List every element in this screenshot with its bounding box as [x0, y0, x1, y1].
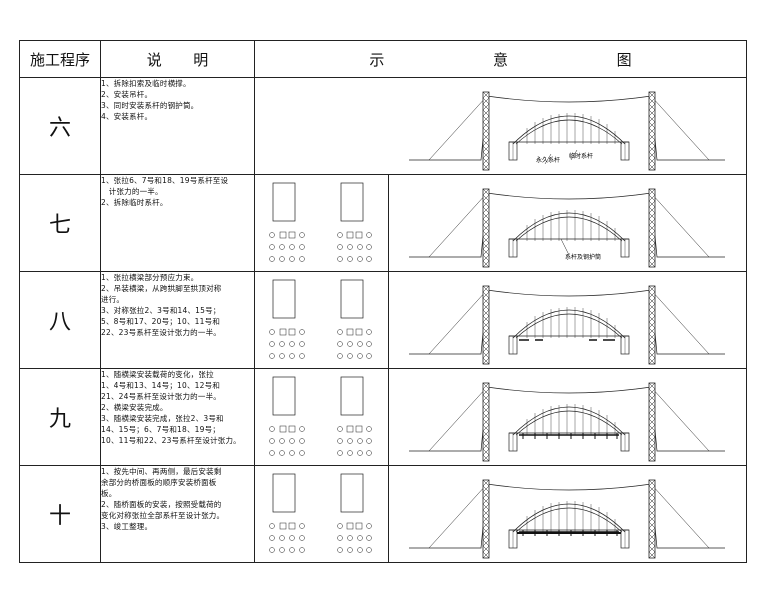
stage-row-10: 十 1、按先中间、再两侧，最后安装剩余部分的桥面板的顺序安装桥面板板。2、随桥面…	[19, 465, 748, 563]
bridge-diagram	[389, 272, 746, 368]
stage-description: 1、按先中间、再两侧，最后安装剩余部分的桥面板的顺序安装桥面板板。2、随桥面板的…	[100, 465, 255, 563]
stage-row-6: 六 1、拆除扣索及临时横撑。2、安装吊杆。3、同时安装系杆的钢护筒。4、安装系杆…	[19, 77, 748, 175]
section-diagram-cell	[254, 465, 389, 563]
bridge-diagram: 永久系杆 临时系杆	[255, 78, 746, 174]
header-diagram: 示意图	[253, 40, 748, 78]
label-temp-tie: 临时系杆	[569, 152, 593, 160]
bridge-diagram	[389, 369, 746, 465]
section-diagram	[269, 279, 372, 359]
section-diagram-cell	[254, 368, 389, 466]
stage-number: 九	[19, 368, 101, 466]
bridge-diagram-cell	[387, 271, 748, 369]
stage-number: 七	[19, 174, 101, 272]
bridge-diagram-cell: 永久系杆 临时系杆	[253, 77, 748, 175]
bridge-diagram-cell: 系杆及钢护筒	[387, 174, 748, 272]
section-diagram-cell	[254, 174, 389, 272]
stage-row-7: 七 1、张拉6、7号和18、19号系杆至设 计张力的一半。2、拆除临时系杆。 系…	[19, 174, 748, 272]
bridge-diagram-cell	[387, 465, 748, 563]
bridge-diagram: 系杆及钢护筒	[389, 175, 746, 271]
section-diagram	[269, 473, 372, 553]
stage-number: 十	[19, 465, 101, 563]
stage-number: 八	[19, 271, 101, 369]
section-diagram-cell	[254, 271, 389, 369]
header-stage: 施工程序	[19, 40, 101, 78]
header-row: 施工程序 说明 示意图	[19, 40, 748, 78]
section-diagram	[269, 376, 372, 456]
bridge-diagram-cell	[387, 368, 748, 466]
section-diagram	[269, 182, 372, 262]
stage-row-8: 八 1、张拉横梁部分预应力束。2、吊装横梁，从跨拱脚至拱顶对称进行。3、对称张拉…	[19, 271, 748, 369]
label-tie-casing: 系杆及钢护筒	[565, 253, 601, 261]
stage-description: 1、张拉6、7号和18、19号系杆至设 计张力的一半。2、拆除临时系杆。	[100, 174, 255, 272]
stage-description: 1、张拉横梁部分预应力束。2、吊装横梁，从跨拱脚至拱顶对称进行。3、对称张拉2、…	[100, 271, 255, 369]
stage-description: 1、拆除扣索及临时横撑。2、安装吊杆。3、同时安装系杆的钢护筒。4、安装系杆。	[100, 77, 255, 175]
bridge-diagram	[389, 466, 746, 562]
header-description: 说明	[100, 40, 255, 78]
construction-procedure-table: 施工程序 说明 示意图 六 1、拆除扣索及临时横撑。2、安装吊杆。3、同时安装系…	[19, 40, 748, 563]
stage-number: 六	[19, 77, 101, 175]
label-permanent-tie: 永久系杆	[536, 156, 560, 164]
